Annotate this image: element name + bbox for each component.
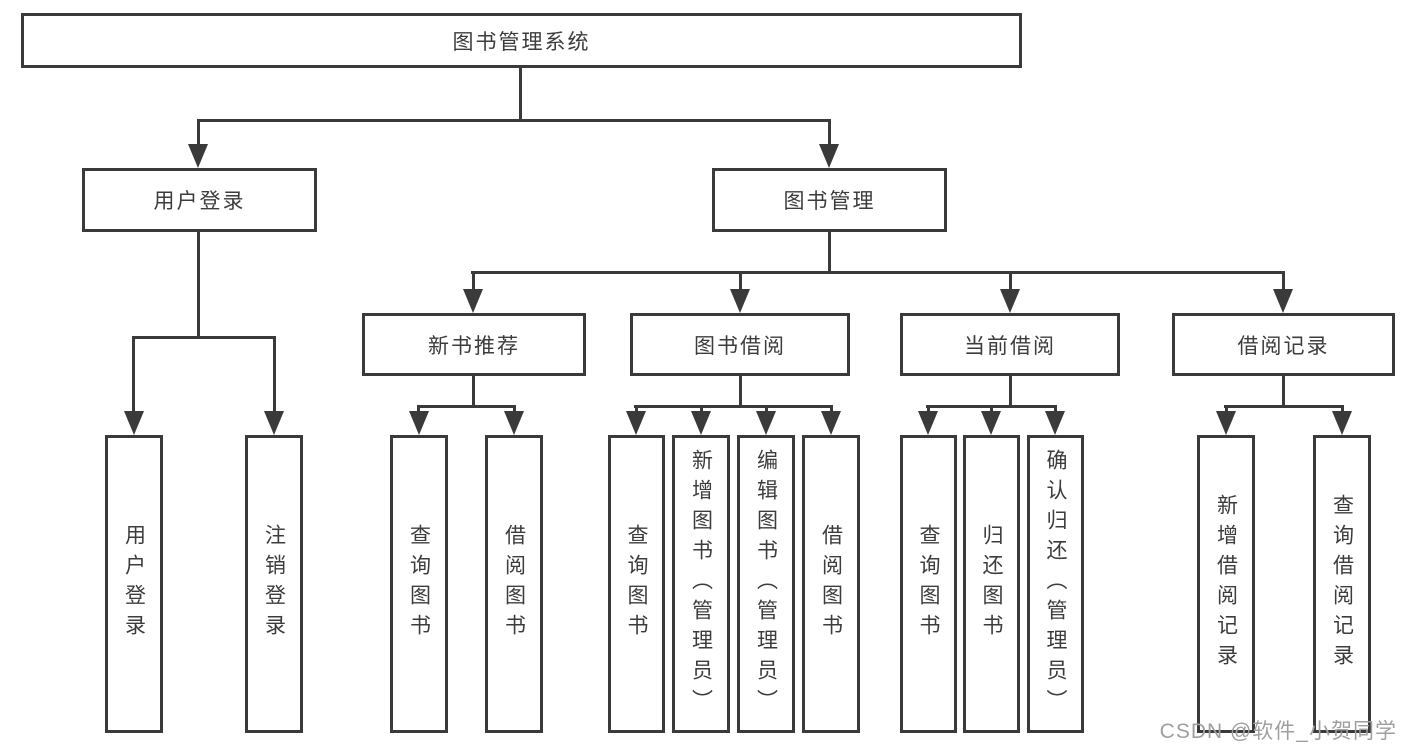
arrow-to-leaf-logout [264, 411, 284, 435]
connector-book-management-drop [828, 232, 831, 274]
connector-new-book-split [417, 405, 516, 408]
leaf-label: 确认归还（管理员） [1044, 449, 1067, 719]
connector-root-drop [519, 68, 522, 119]
connector-to-user-login [197, 119, 200, 147]
connector-stub-cb2 [990, 405, 993, 414]
connector-book-management-split [471, 271, 1285, 274]
leaf-confirm-return-admin: 确认归还（管理员） [1027, 435, 1084, 733]
connector-to-borrow-records [1282, 271, 1285, 293]
leaf-label: 注销登录 [262, 524, 286, 644]
arrow-to-borrow-records [1273, 289, 1293, 313]
arrow-to-book-management [819, 144, 839, 168]
connector-stub-nb2 [513, 405, 516, 414]
leaf-add-book-admin: 新增图书（管理员） [672, 435, 730, 733]
leaf-label: 查询图书 [407, 524, 431, 644]
node-root: 图书管理系统 [21, 13, 1022, 68]
arrow-to-leaf-login [124, 411, 144, 435]
node-current-borrow: 当前借阅 [900, 313, 1120, 376]
arrow-to-leaf-return-book [981, 411, 1001, 435]
connector-borrow-records-split [1224, 405, 1344, 408]
connector-stub-bb2 [700, 405, 703, 414]
connector-new-book-drop [472, 375, 475, 408]
connector-stub-bb3 [765, 405, 768, 414]
arrow-to-leaf-query-books-3 [918, 411, 938, 435]
arrow-to-leaf-query-record [1332, 411, 1352, 435]
arrow-to-leaf-borrow-books-2 [821, 411, 841, 435]
connector-stub-bb1 [635, 405, 638, 414]
leaf-label: 查询图书 [625, 524, 648, 644]
arrow-to-leaf-add-record [1216, 411, 1236, 435]
connector-root-split [197, 119, 831, 122]
connector-to-leaf-login [132, 336, 135, 414]
arrow-to-leaf-query-books-2 [626, 411, 646, 435]
arrow-to-current-borrow [1000, 289, 1020, 313]
leaf-label: 编辑图书（管理员） [754, 449, 778, 719]
connector-user-login-split [132, 336, 276, 339]
node-book-management: 图书管理 [712, 168, 947, 232]
leaf-borrow-books-newbook: 借阅图书 [485, 435, 543, 733]
leaf-query-books-current: 查询图书 [900, 435, 957, 733]
connector-to-current-borrow [1009, 271, 1012, 293]
leaf-edit-book-admin: 编辑图书（管理员） [737, 435, 795, 733]
connector-stub-br2 [1341, 405, 1344, 414]
leaf-label: 借阅图书 [819, 524, 843, 644]
connector-stub-bb4 [830, 405, 833, 414]
node-root-label: 图书管理系统 [452, 30, 591, 54]
leaf-return-book: 归还图书 [963, 435, 1020, 733]
arrow-to-book-borrow [730, 289, 750, 313]
connector-stub-cb3 [1054, 405, 1057, 414]
leaf-query-borrow-record: 查询借阅记录 [1313, 435, 1371, 733]
arrow-to-new-book [463, 289, 483, 313]
leaf-label: 借阅图书 [502, 524, 526, 644]
leaf-label: 新增图书（管理员） [689, 449, 713, 719]
connector-to-new-book [472, 271, 475, 293]
node-borrow-records: 借阅记录 [1172, 313, 1395, 376]
leaf-add-borrow-record: 新增借阅记录 [1197, 435, 1255, 733]
leaf-query-books-borrow: 查询图书 [608, 435, 665, 733]
leaf-logout: 注销登录 [245, 435, 303, 733]
arrow-to-leaf-confirm-return [1045, 411, 1065, 435]
leaf-query-books-newbook: 查询图书 [390, 435, 448, 733]
connector-book-borrow-split [634, 405, 833, 408]
node-current-borrow-label: 当前借阅 [964, 334, 1056, 358]
node-new-book-recommend: 新书推荐 [362, 313, 586, 376]
node-new-book-recommend-label: 新书推荐 [428, 334, 520, 358]
node-borrow-records-label: 借阅记录 [1237, 334, 1330, 358]
leaf-label: 查询借阅记录 [1330, 494, 1354, 674]
connector-to-leaf-logout [273, 336, 276, 414]
node-user-login-label: 用户登录 [153, 190, 246, 213]
csdn-watermark: CSDN @软件_小贺同学 [1159, 720, 1397, 743]
leaf-user-login: 用户登录 [105, 435, 163, 733]
leaf-label: 归还图书 [980, 524, 1003, 644]
arrow-to-leaf-borrow-books-1 [504, 411, 524, 435]
arrow-to-leaf-query-books-1 [409, 411, 429, 435]
connector-stub-nb1 [417, 405, 420, 414]
leaf-label: 新增借阅记录 [1214, 494, 1238, 674]
node-user-login: 用户登录 [82, 168, 317, 232]
arrow-to-user-login [188, 144, 208, 168]
leaf-borrow-books-borrow: 借阅图书 [802, 435, 860, 733]
node-book-management-label: 图书管理 [783, 190, 876, 213]
connector-stub-br1 [1225, 405, 1228, 414]
connector-current-borrow-drop [1009, 375, 1012, 408]
connector-book-borrow-drop [739, 375, 742, 408]
arrow-to-leaf-add-book [691, 411, 711, 435]
leaf-label: 用户登录 [122, 524, 146, 644]
connector-to-book-borrow [739, 271, 742, 293]
leaf-label: 查询图书 [917, 524, 940, 644]
connector-stub-cb1 [927, 405, 930, 414]
node-book-borrow: 图书借阅 [630, 313, 850, 376]
arrow-to-leaf-edit-book [756, 411, 776, 435]
connector-borrow-records-drop [1282, 375, 1285, 408]
node-book-borrow-label: 图书借阅 [694, 334, 786, 358]
connector-user-login-drop [197, 232, 200, 339]
connector-to-book-management [828, 119, 831, 147]
